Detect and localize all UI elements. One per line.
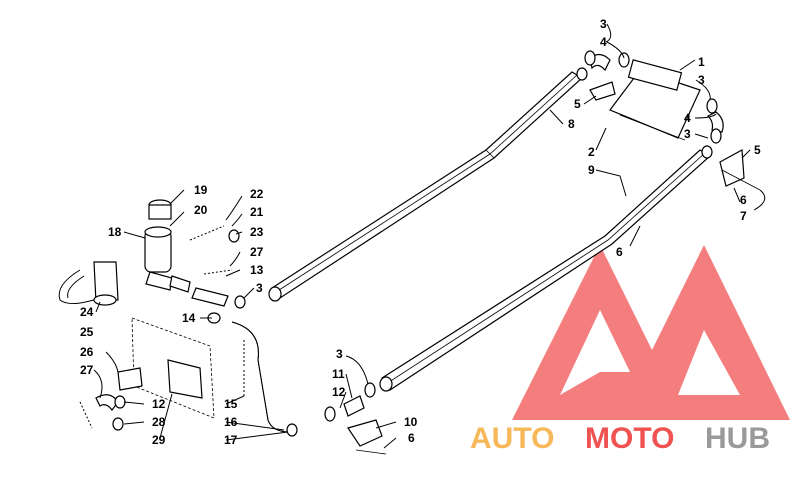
upper-right-hoses [584, 50, 724, 144]
callout-14: 14 [182, 311, 196, 325]
springs-and-hoses [189, 225, 246, 309]
callout-22: 22 [250, 187, 264, 201]
callout-10: 10 [404, 415, 418, 429]
callout-4-right: 4 [684, 111, 691, 125]
callout-5-upper: 5 [574, 97, 581, 111]
callout-28: 28 [152, 415, 166, 429]
callout-1: 1 [698, 55, 705, 69]
upper-cooling-tube [268, 67, 588, 302]
callout-23: 23 [250, 225, 264, 239]
callout-13: 13 [250, 263, 264, 277]
callout-15: 15 [224, 397, 238, 411]
callout-8: 8 [568, 117, 575, 131]
callout-27-upper: 27 [250, 245, 264, 259]
callout-25: 25 [80, 325, 94, 339]
watermark-logo: AUTO MOTO HUB [470, 245, 790, 455]
callout-3-top: 3 [600, 17, 607, 31]
callout-6-center: 6 [616, 245, 623, 259]
callout-17: 17 [224, 433, 238, 447]
callout-3-mid: 3 [256, 281, 263, 295]
watermark-text-hub: HUB [705, 422, 770, 455]
callout-4-top: 4 [600, 35, 607, 49]
bottom-fittings [324, 382, 387, 455]
callout-6-right: 6 [740, 193, 747, 207]
callout-19: 19 [194, 183, 208, 197]
callout-11: 11 [332, 367, 345, 381]
reservoir-strap [58, 261, 119, 306]
watermark-triangle-inner [560, 310, 630, 395]
callout-12-left: 12 [152, 397, 166, 411]
callout-3-right-upper: 3 [698, 73, 705, 87]
callout-26: 26 [80, 345, 94, 359]
callout-27-lower: 27 [80, 363, 94, 377]
coolant-reservoir [144, 199, 173, 291]
callout-20: 20 [194, 203, 208, 217]
callout-2: 2 [588, 145, 595, 159]
callout-29: 29 [152, 433, 166, 447]
callout-7: 7 [740, 209, 747, 223]
heat-exchanger [609, 59, 701, 141]
lower-left-hose [79, 394, 126, 431]
callout-12-bottom: 12 [332, 385, 346, 399]
watermark-text-auto: AUTO [470, 422, 554, 455]
callout-5-right: 5 [754, 143, 761, 157]
callout-21: 21 [250, 205, 264, 219]
long-hose [231, 321, 298, 437]
watermark-text-moto: MOTO [585, 422, 674, 455]
callout-3-bottom: 3 [336, 347, 343, 361]
callout-labels: 3 4 1 3 4 3 5 8 2 9 5 6 7 6 19 20 18 22 … [80, 17, 761, 447]
callout-24: 24 [80, 305, 94, 319]
callout-3-right-lower: 3 [684, 127, 691, 141]
lower-cooling-tube [379, 145, 713, 392]
leader-lines [93, 23, 766, 449]
callout-6-bottom: 6 [408, 431, 415, 445]
reservoir-fittings [169, 275, 221, 324]
watermark-triangle-inner-right [678, 330, 740, 395]
callout-18: 18 [108, 225, 122, 239]
callout-9: 9 [588, 163, 595, 177]
brackets [589, 81, 761, 191]
callout-16: 16 [224, 415, 238, 429]
radiator-panel [117, 317, 215, 419]
